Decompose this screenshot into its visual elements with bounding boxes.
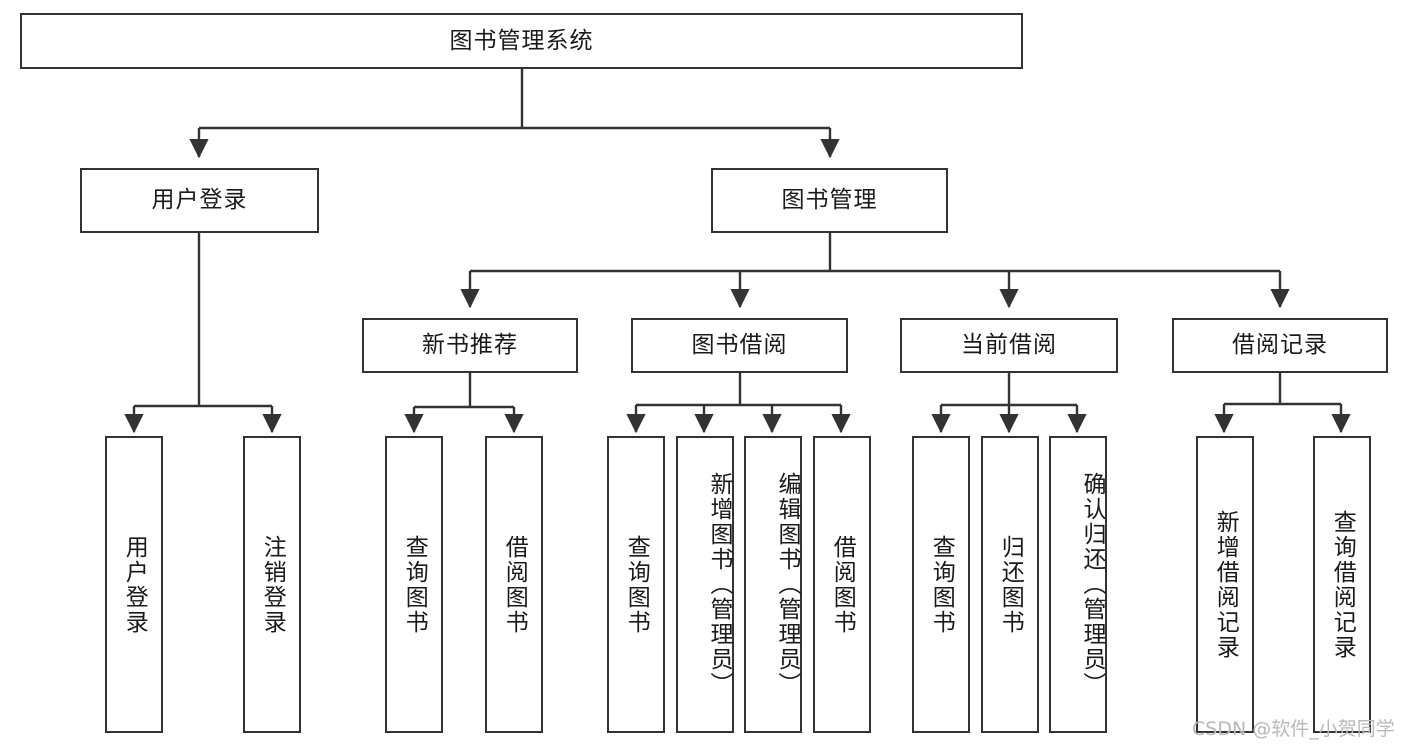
leaf-current-borrow-confirm-label: 确认归还（管理员） bbox=[1079, 472, 1105, 697]
leaf-borrow-record-query[interactable]: 查询借阅记录 bbox=[1313, 436, 1371, 733]
node-root[interactable]: 图书管理系统 bbox=[20, 13, 1023, 69]
leaf-book-borrow-query-label: 查询图书 bbox=[623, 534, 650, 635]
leaf-book-borrow-add[interactable]: 新增图书（管理员） bbox=[676, 436, 734, 733]
leaf-user-login-logout-label: 注销登录 bbox=[259, 534, 286, 635]
node-new-book-recommend-label: 新书推荐 bbox=[422, 332, 518, 359]
leaf-current-borrow-query[interactable]: 查询图书 bbox=[912, 436, 970, 733]
node-book-borrow[interactable]: 图书借阅 bbox=[631, 318, 848, 373]
leaf-borrow-record-add[interactable]: 新增借阅记录 bbox=[1196, 436, 1254, 733]
node-borrow-record[interactable]: 借阅记录 bbox=[1172, 318, 1388, 373]
node-current-borrow[interactable]: 当前借阅 bbox=[900, 318, 1118, 373]
node-borrow-record-label: 借阅记录 bbox=[1232, 332, 1328, 359]
leaf-borrow-record-query-label: 查询借阅记录 bbox=[1329, 509, 1356, 660]
leaf-borrow-record-add-label: 新增借阅记录 bbox=[1212, 509, 1239, 660]
csdn-watermark: CSDN @软件_小贺同学 bbox=[1192, 718, 1395, 740]
node-book-manage-label: 图书管理 bbox=[781, 187, 878, 214]
leaf-current-borrow-confirm[interactable]: 确认归还（管理员） bbox=[1049, 436, 1107, 733]
leaf-user-login-login[interactable]: 用户登录 bbox=[105, 436, 163, 733]
leaf-book-borrow-borrow[interactable]: 借阅图书 bbox=[813, 436, 871, 733]
node-root-label: 图书管理系统 bbox=[449, 27, 594, 54]
node-book-manage[interactable]: 图书管理 bbox=[711, 168, 948, 233]
node-book-borrow-label: 图书借阅 bbox=[691, 332, 788, 359]
leaf-current-borrow-return-label: 归还图书 bbox=[997, 534, 1024, 635]
leaf-book-borrow-edit[interactable]: 编辑图书（管理员） bbox=[744, 436, 802, 733]
leaf-user-login-logout[interactable]: 注销登录 bbox=[243, 436, 301, 733]
leaf-book-borrow-add-label: 新增图书（管理员） bbox=[706, 472, 732, 697]
leaf-book-borrow-borrow-label: 借阅图书 bbox=[829, 534, 856, 635]
leaf-user-login-login-label: 用户登录 bbox=[121, 534, 148, 635]
leaf-current-borrow-return[interactable]: 归还图书 bbox=[981, 436, 1039, 733]
leaf-book-borrow-edit-label: 编辑图书（管理员） bbox=[774, 472, 800, 697]
leaf-new-book-query-label: 查询图书 bbox=[401, 534, 428, 635]
leaf-new-book-borrow-label: 借阅图书 bbox=[501, 534, 528, 635]
leaf-book-borrow-query[interactable]: 查询图书 bbox=[607, 436, 665, 733]
node-user-login-label: 用户登录 bbox=[151, 187, 248, 214]
leaf-current-borrow-query-label: 查询图书 bbox=[928, 534, 955, 635]
leaf-new-book-borrow[interactable]: 借阅图书 bbox=[485, 436, 543, 733]
node-user-login[interactable]: 用户登录 bbox=[80, 168, 319, 233]
leaf-new-book-query[interactable]: 查询图书 bbox=[385, 436, 443, 733]
node-current-borrow-label: 当前借阅 bbox=[961, 332, 1057, 359]
node-new-book-recommend[interactable]: 新书推荐 bbox=[362, 318, 578, 373]
